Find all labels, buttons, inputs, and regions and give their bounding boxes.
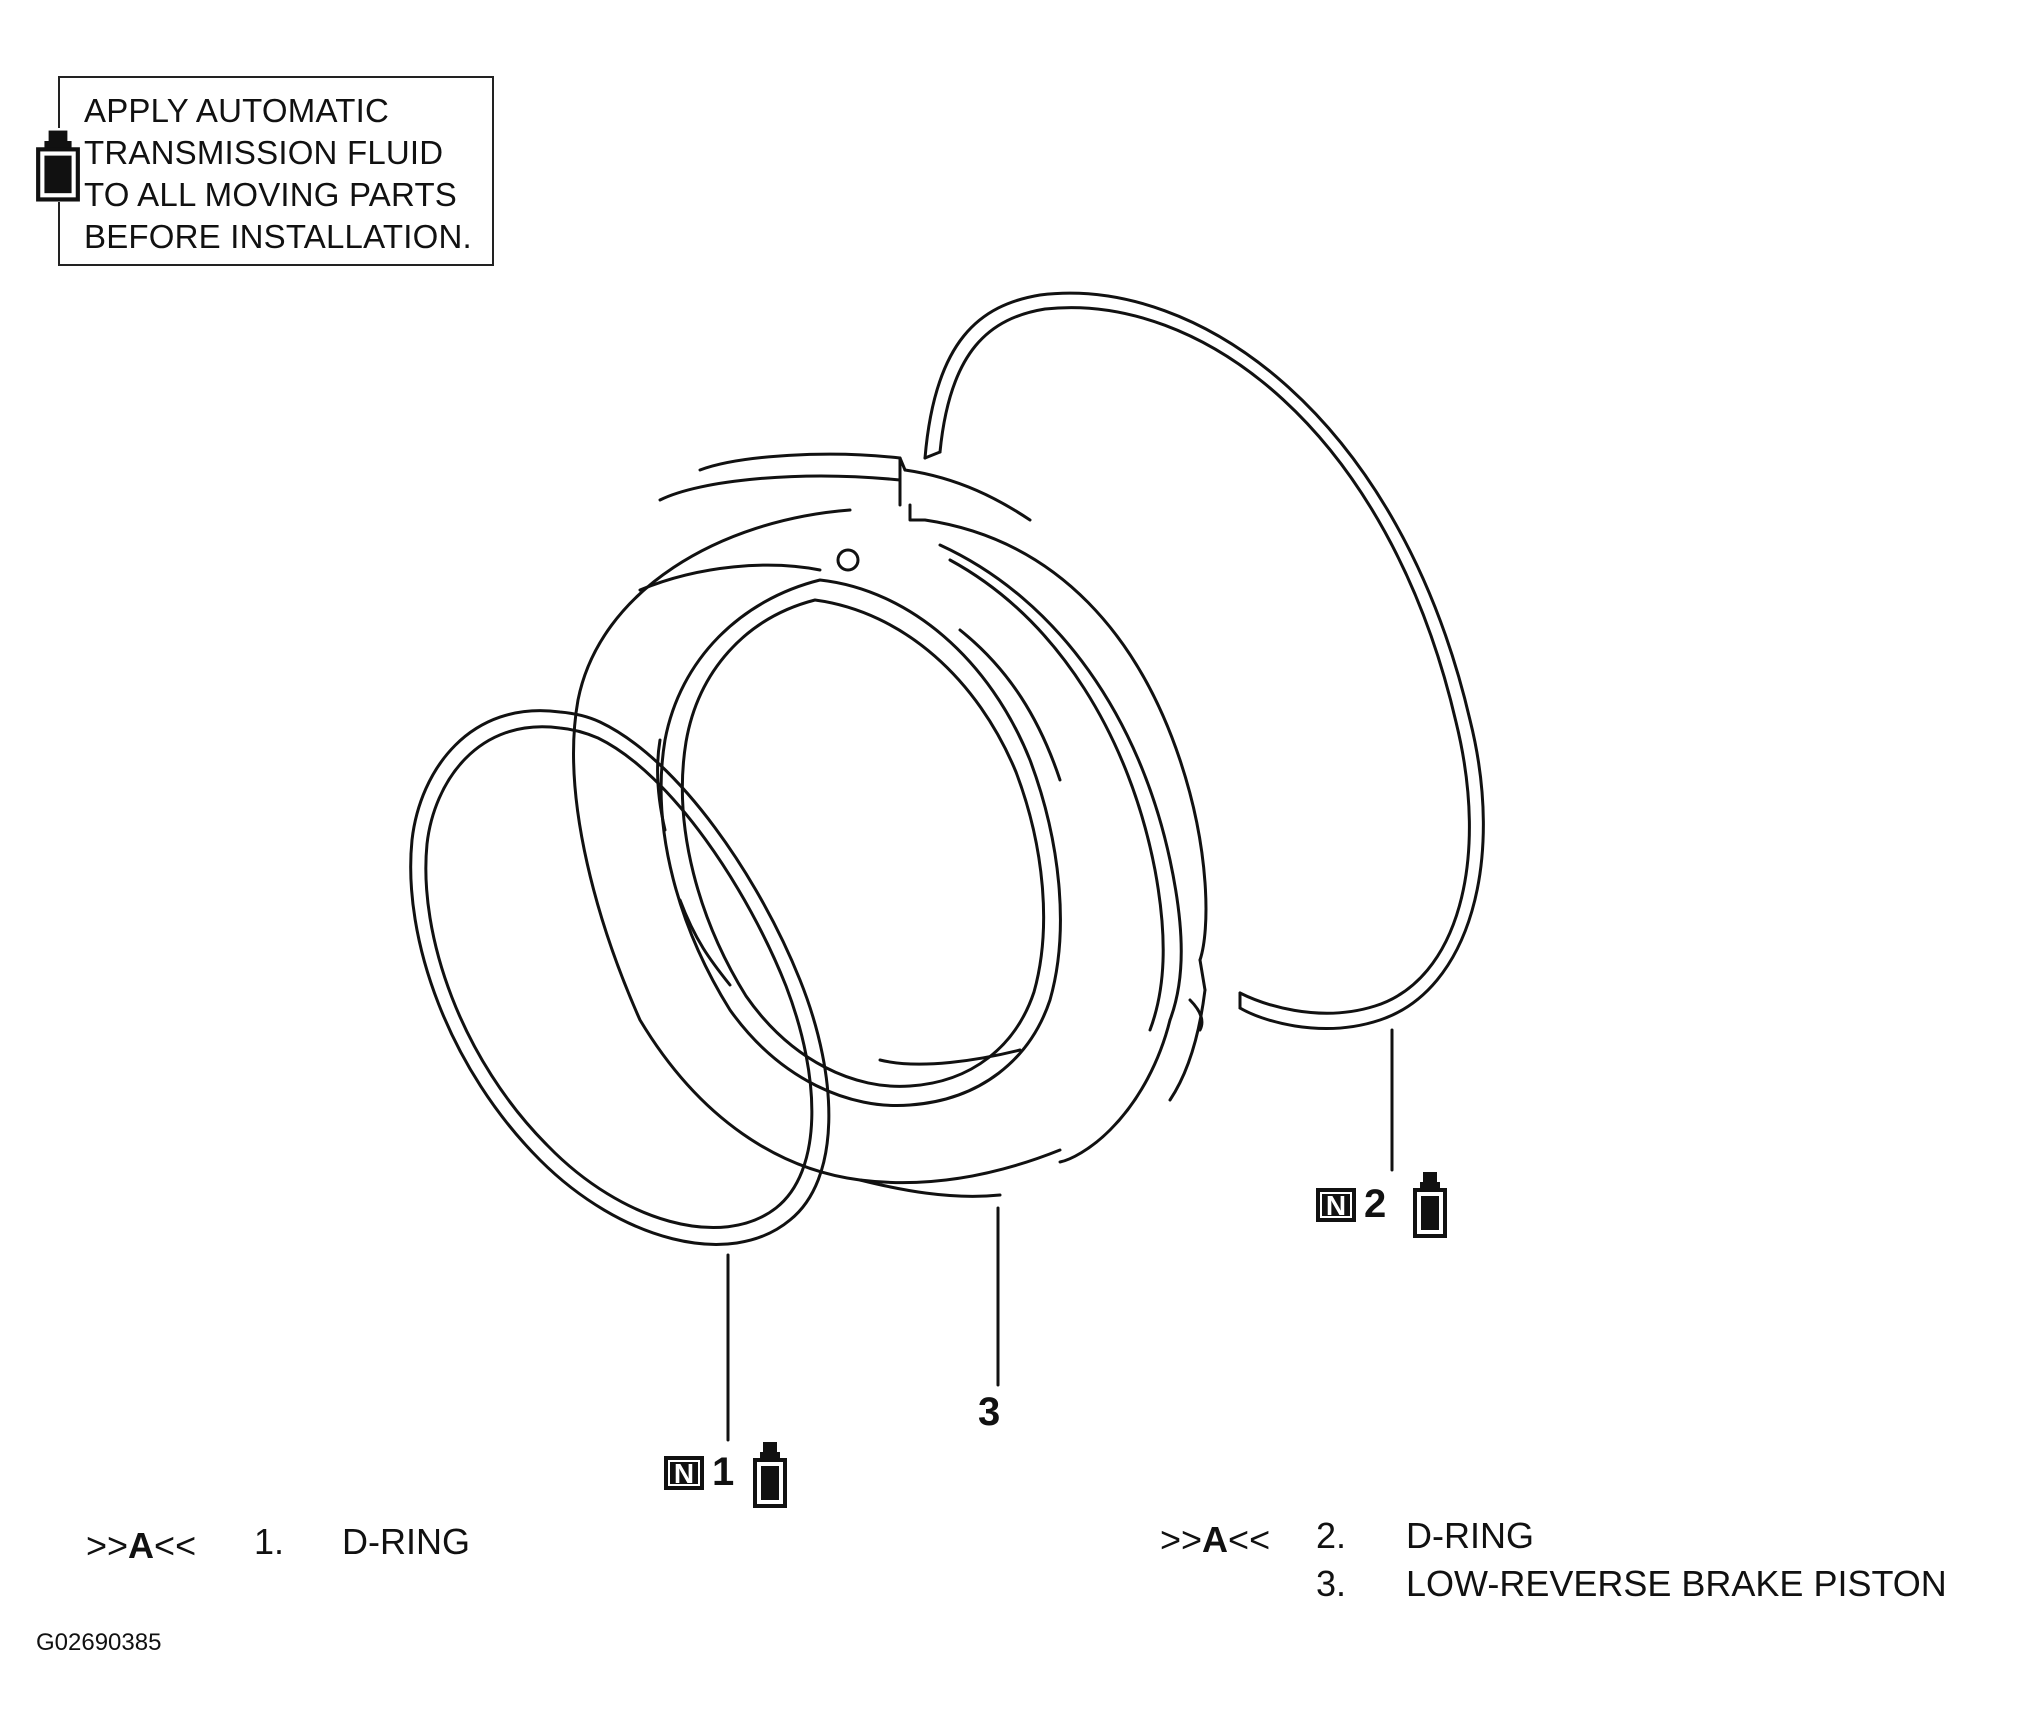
d-ring-2 [923,291,1485,1030]
note-line-3: TO ALL MOVING PARTS [84,176,458,213]
fluid-bottle-icon [34,128,82,202]
note-line-1: APPLY AUTOMATIC [84,92,389,129]
legend-item-num: 2. [1316,1515,1347,1556]
legend-item-name: LOW-REVERSE BRAKE PISTON [1406,1563,1947,1604]
callout-3: 3 [978,1390,1001,1434]
lubrication-note-box: APPLY AUTOMATIC TRANSMISSION FLUID TO AL… [58,76,494,266]
note-line-4: BEFORE INSTALLATION. [84,218,472,255]
service-ref-right: >>A<< [1160,1519,1271,1560]
d-ring-1 [409,709,831,1246]
legend-item-num: 1. [254,1521,285,1562]
new-part-n-icon: N [1316,1188,1356,1222]
callout-2: 2 [1364,1182,1387,1226]
figure-id: G02690385 [36,1629,162,1656]
new-part-n-icon: N [664,1456,704,1490]
legend-item-name: D-RING [1406,1515,1534,1556]
service-ref-left: >>A<< [86,1525,197,1566]
legend-item-name: D-RING [342,1521,470,1562]
legend-item-num: 3. [1316,1563,1347,1604]
note-line-2: TRANSMISSION FLUID [84,134,444,171]
fluid-bottle-icon [753,1442,787,1508]
callout-1: 1 [712,1450,735,1494]
low-reverse-brake-piston-3 [572,452,1208,1198]
fluid-bottle-icon [1413,1172,1447,1238]
